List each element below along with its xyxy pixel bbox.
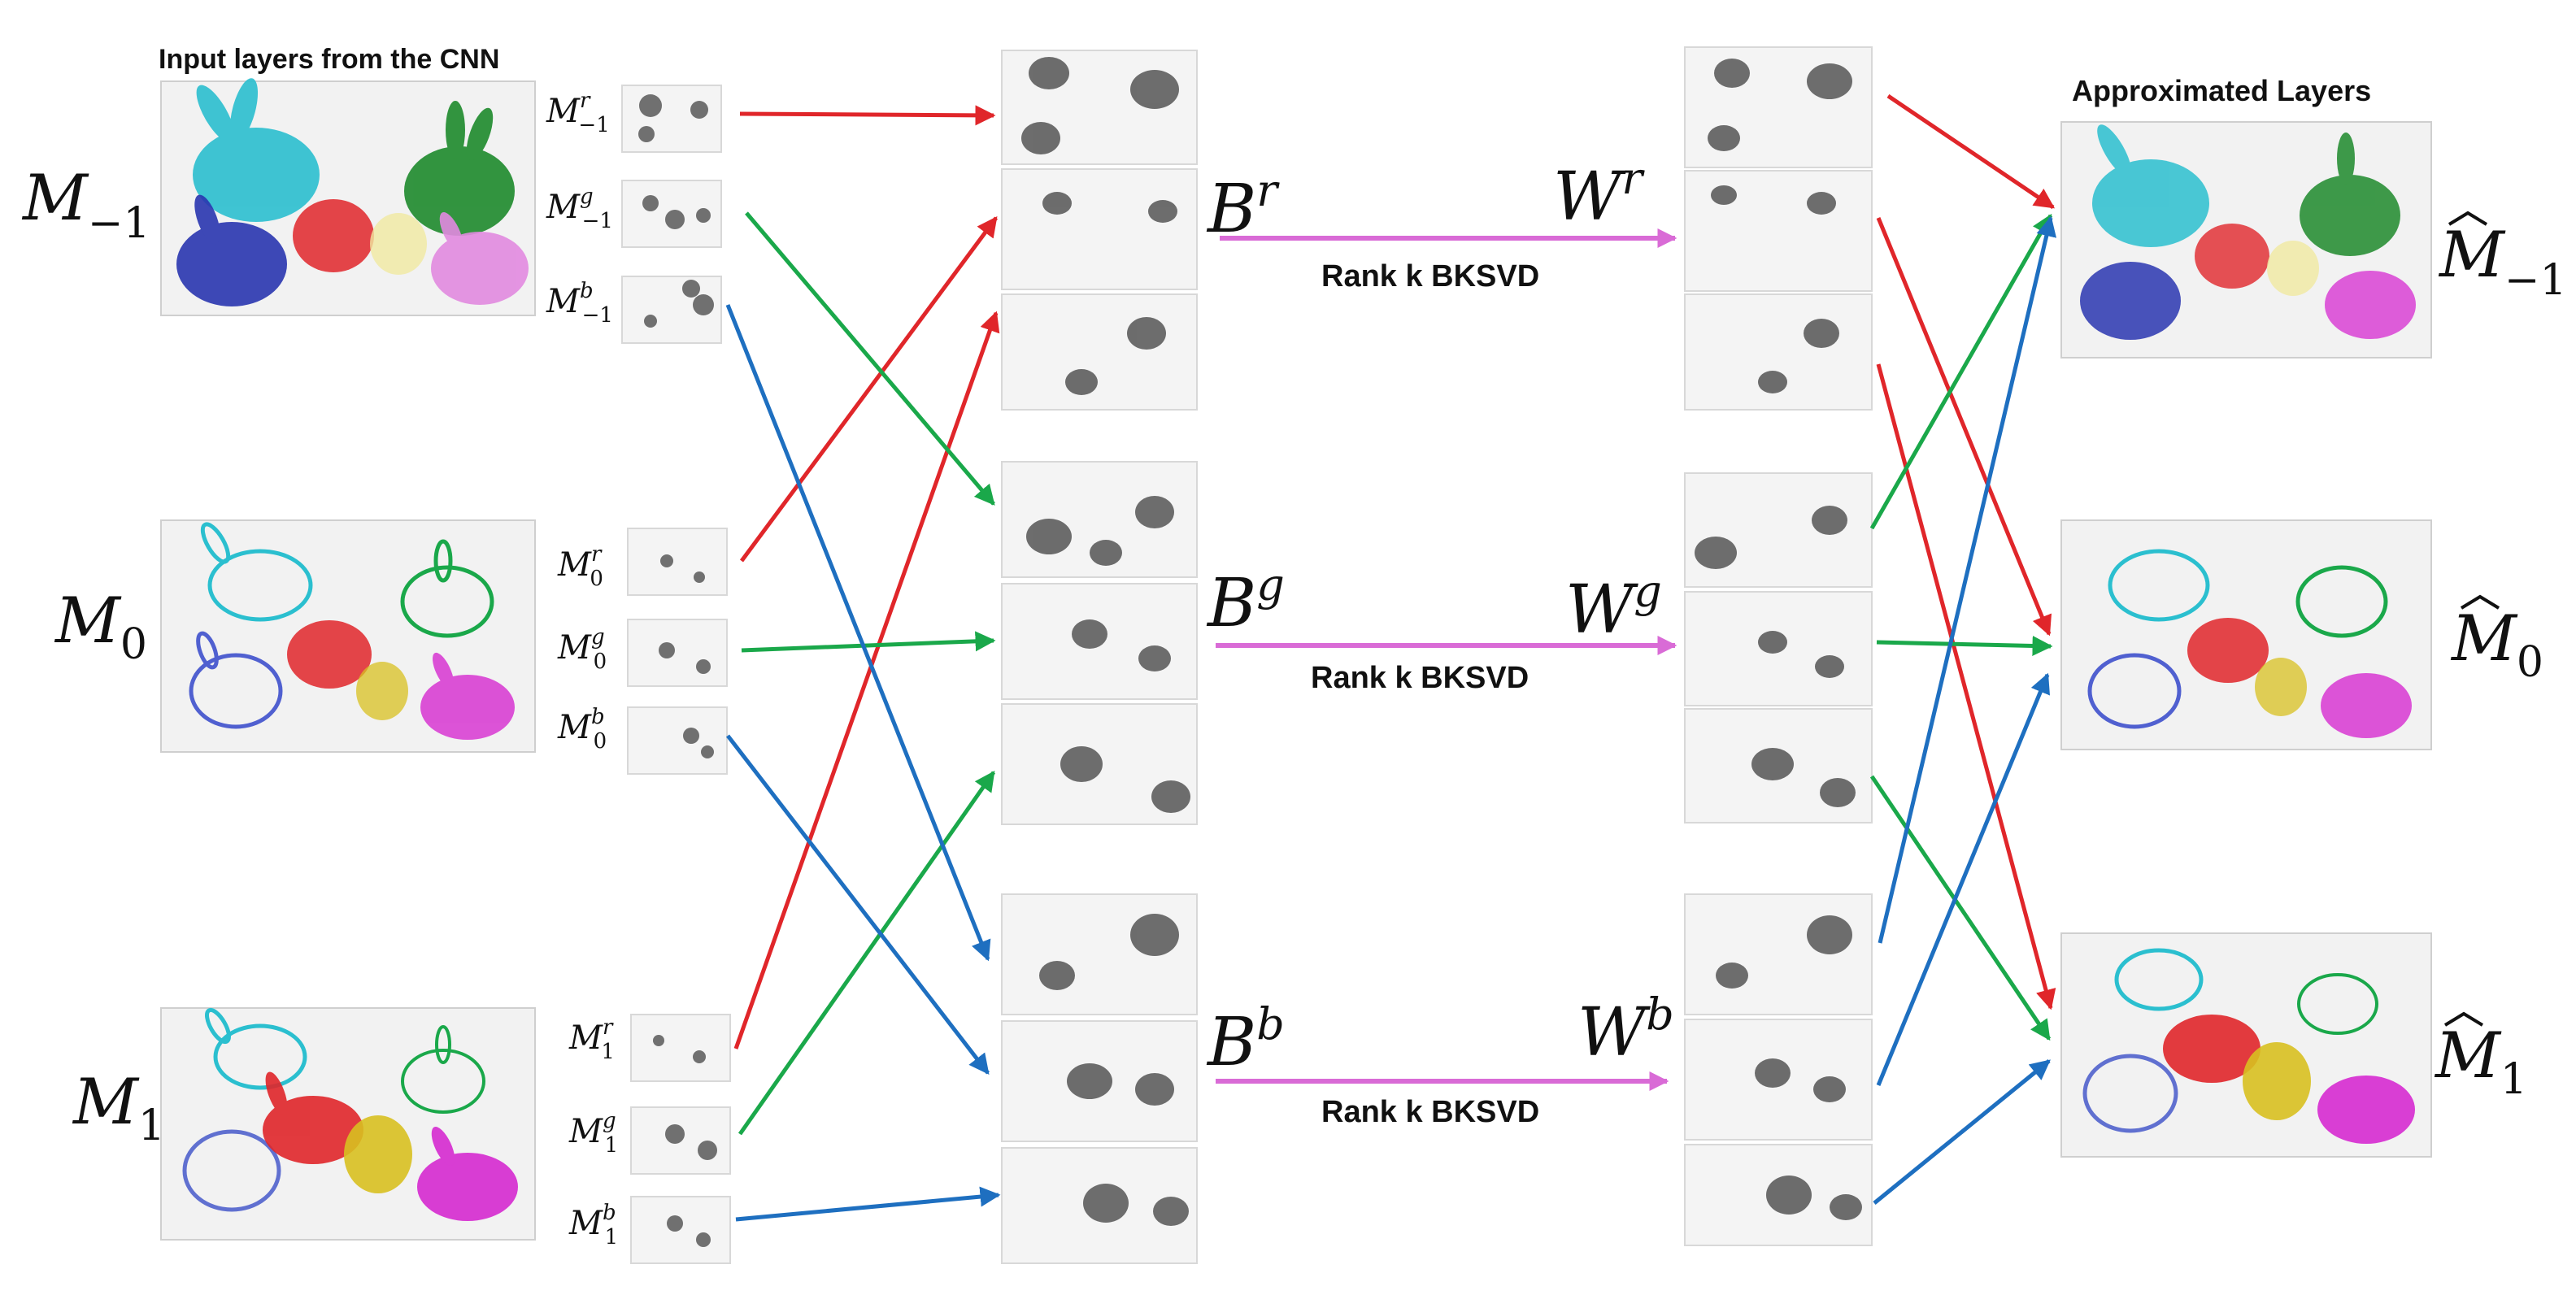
svg-text:M0: M0 [54,584,147,669]
bunny-icon [2300,133,2400,256]
output-image-m1 [2060,932,2432,1158]
bunny-icon [420,652,515,740]
bksvd-row-g: Bg Wg Rank k BKSVD [1206,559,1677,695]
bunny-icon [200,522,313,622]
bksvd-row-r: Br Wr Rank k BKSVD [1206,153,1677,293]
svg-text:Mb1: Mb1 [568,1201,618,1249]
output-image-m-1 [2060,121,2432,359]
input-heading: Input layers from the CNN [159,44,499,75]
svg-text:Mr0: Mr0 [557,542,603,591]
reconstruction-arrows [1869,93,2057,1205]
svg-text:Wg: Wg [1565,566,1662,649]
svg-text:M−1: M−1 [2438,219,2567,305]
svg-text:M1: M1 [2434,1019,2527,1104]
input-image-m1 [160,1007,536,1241]
input-image-m-1 [160,78,536,316]
svg-text:Wr: Wr [1553,153,1645,236]
output-label-m1: M1 [2434,1011,2527,1104]
rank-k-bksvd-label: Rank k BKSVD [1321,1095,1539,1129]
svg-text:Wb: Wb [1577,989,1674,1071]
bunny-icon [193,78,320,222]
bunny-icon [263,1071,363,1164]
svg-text:Mb−1: Mb−1 [546,279,613,328]
svg-text:Bb: Bb [1206,998,1285,1081]
bunny-icon [400,539,494,638]
output-label-m-1: M−1 [2438,211,2567,305]
input-label-m1: M1 [72,1066,165,1150]
svg-text:Br: Br [1206,165,1280,248]
input-image-m0 [160,519,536,753]
w-weight-stacks [1684,46,1873,1246]
svg-text:Mg1: Mg1 [568,1109,618,1158]
bunny-icon [189,631,283,729]
svg-text:Mb0: Mb0 [557,705,607,754]
bunny-icon [431,212,529,305]
svg-text:Mr1: Mr1 [568,1015,615,1064]
output-image-m0 [2060,519,2432,750]
bunny-icon [404,101,515,236]
channel-routing-arrows [725,105,1001,1222]
bksvd-row-b: Bb Wb Rank k BKSVD [1206,989,1674,1129]
bunny-icon [417,1127,518,1221]
svg-text:M0: M0 [2450,602,2543,687]
svg-text:Mr−1: Mr−1 [546,89,610,137]
output-heading: Approximated Layers [2072,74,2371,107]
svg-text:M−1: M−1 [21,162,150,248]
svg-text:M1: M1 [72,1066,165,1150]
svg-text:Bg: Bg [1206,559,1285,642]
bunny-icon [2092,124,2209,247]
output-label-m0: M0 [2450,594,2543,687]
channel-thumbnails [621,85,731,1264]
input-label-m0: M0 [54,584,147,669]
bunny-icon [176,194,287,306]
input-label-m-1: M−1 [21,162,150,248]
svg-text:Mg0: Mg0 [557,625,607,674]
b-basis-stacks [1001,50,1198,1264]
svg-text:Mg−1: Mg−1 [546,185,613,233]
rank-k-bksvd-label: Rank k BKSVD [1311,661,1529,695]
bunny-icon [205,1007,307,1090]
rank-k-bksvd-label: Rank k BKSVD [1321,259,1539,293]
bunny-icon [401,1025,485,1114]
